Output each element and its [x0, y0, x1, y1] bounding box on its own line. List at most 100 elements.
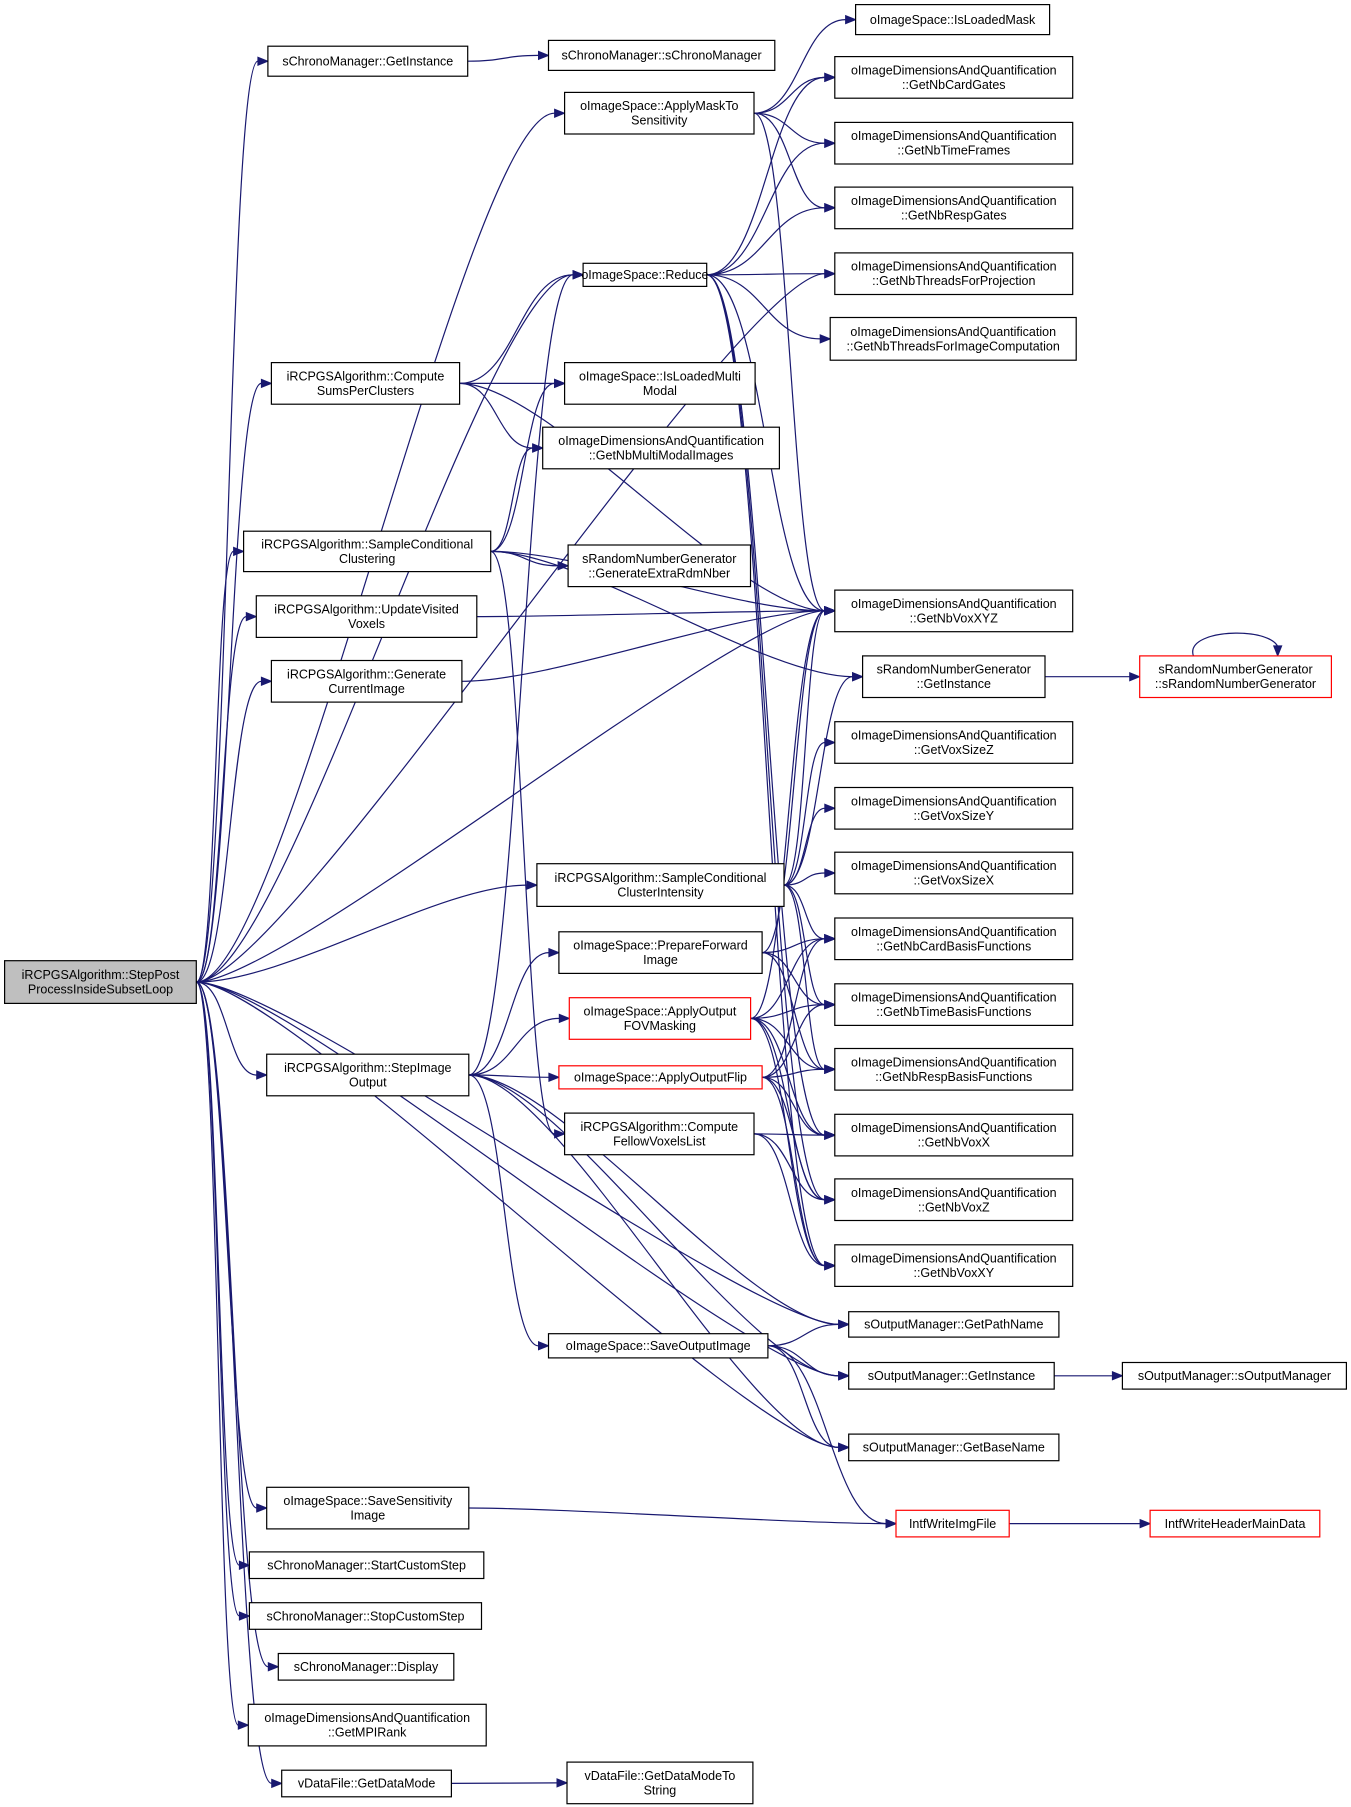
- node-label: oImageDimensionsAndQuantification: [851, 859, 1057, 873]
- node-label: ::GetNbTimeFrames: [897, 144, 1010, 158]
- edge-samplecondint-to-voxsizey: [783, 803, 837, 886]
- node-cm_ctor[interactable]: sChronoManager::sChronoManager: [547, 39, 776, 72]
- node-nbrespbasis[interactable]: oImageDimensionsAndQuantification::GetNb…: [834, 1047, 1074, 1091]
- node-label: oImageDimensionsAndQuantification: [851, 194, 1057, 208]
- edge-arrowhead: [838, 1371, 851, 1381]
- edge-line: [468, 952, 549, 1076]
- node-nbtimebasis[interactable]: oImageDimensionsAndQuantification::GetNb…: [834, 983, 1074, 1026]
- node-box: [834, 55, 1074, 99]
- edge-line: [196, 981, 272, 1784]
- edge-reduce-to-nbcardgates: [706, 72, 837, 276]
- node-nbvoxz[interactable]: oImageDimensionsAndQuantification::GetNb…: [834, 1178, 1074, 1222]
- node-nbvoxxyz[interactable]: oImageDimensionsAndQuantification::GetNb…: [834, 589, 1074, 633]
- node-samplecondint[interactable]: iRCPGSAlgorithm::SampleConditionalCluste…: [536, 863, 785, 908]
- node-getbasename[interactable]: sOutputManager::GetBaseName: [848, 1433, 1060, 1462]
- node-label: ::GetNbMultiModalImages: [589, 449, 734, 463]
- edge-samplecondint-to-nbrespbasis: [783, 884, 837, 1075]
- node-root[interactable]: iRCPGSAlgorithm::StepPostProcessInsideSu…: [3, 960, 197, 1005]
- node-box: [895, 1509, 1010, 1538]
- node-nbvoxxy[interactable]: oImageDimensionsAndQuantification::GetNb…: [834, 1244, 1074, 1288]
- node-nbthreadsimg[interactable]: oImageDimensionsAndQuantification::GetNb…: [829, 316, 1077, 361]
- node-nbcardgates[interactable]: oImageDimensionsAndQuantification::GetNb…: [834, 55, 1074, 99]
- node-box: [1139, 655, 1332, 699]
- node-writeimg[interactable]: IntfWriteImgFile: [895, 1509, 1010, 1538]
- node-label: sChronoManager::Display: [294, 1660, 439, 1674]
- edge-arrowhead: [572, 270, 585, 280]
- edge-line: [762, 938, 825, 954]
- node-saveoutput[interactable]: oImageSpace::SaveOutputImage: [547, 1333, 769, 1359]
- node-nbtimeframes[interactable]: oImageDimensionsAndQuantification::GetNb…: [834, 121, 1074, 165]
- edge-line: [196, 884, 527, 983]
- edge-line: [196, 981, 257, 1509]
- node-label: Image: [350, 1509, 385, 1523]
- node-voxsizez[interactable]: oImageDimensionsAndQuantification::GetVo…: [834, 721, 1074, 764]
- node-nbthreadsproj[interactable]: oImageDimensionsAndQuantification::GetNb…: [834, 252, 1074, 296]
- node-stopcustom[interactable]: sChronoManager::StopCustomStep: [248, 1602, 483, 1630]
- node-label: String: [644, 1783, 677, 1797]
- node-label: ::GetNbVoxXYZ: [910, 611, 999, 625]
- edge-arrowhead: [238, 1611, 251, 1621]
- node-rng_getinst[interactable]: sRandomNumberGenerator::GetInstance: [861, 655, 1046, 699]
- node-label: oImageDimensionsAndQuantification: [851, 729, 1057, 743]
- edge-arrowhead: [824, 1194, 837, 1205]
- node-reduce[interactable]: oImageSpace::Reduce: [581, 262, 709, 287]
- edge-line: [490, 447, 533, 552]
- node-nbvoxx[interactable]: oImageDimensionsAndQuantification::GetNb…: [834, 1113, 1074, 1157]
- node-startcustom[interactable]: sChronoManager::StartCustomStep: [248, 1551, 485, 1580]
- node-nbrespgates[interactable]: oImageDimensionsAndQuantification::GetNb…: [834, 186, 1074, 230]
- node-label: CurrentImage: [328, 682, 404, 696]
- edge-computefellow-to-nbvoxx: [753, 1130, 837, 1140]
- edge-arrowhead: [824, 1130, 837, 1140]
- node-box: [834, 1244, 1074, 1288]
- node-voxsizex[interactable]: oImageDimensionsAndQuantification::GetVo…: [834, 851, 1074, 895]
- node-label: iRCPGSAlgorithm::StepImage: [284, 1061, 451, 1075]
- node-rng_ctor[interactable]: sRandomNumberGenerator::sRandomNumberGen…: [1139, 655, 1332, 699]
- edge-root-to-cm_getinst: [195, 56, 270, 983]
- edge-arrowhead: [824, 868, 837, 878]
- node-box: [834, 851, 1074, 895]
- node-label: iRCPGSAlgorithm::Compute: [287, 369, 445, 383]
- edge-line: [490, 550, 555, 1135]
- edge-computesums-to-nbmmimages: [459, 382, 545, 453]
- node-display[interactable]: sChronoManager::Display: [277, 1652, 455, 1681]
- node-nbmmimages[interactable]: oImageDimensionsAndQuantification::GetNb…: [542, 426, 781, 470]
- node-getdatamode[interactable]: vDataFile::GetDataMode: [281, 1769, 453, 1798]
- edge-line: [196, 981, 839, 1325]
- node-writehdr[interactable]: IntfWriteHeaderMainData: [1149, 1509, 1321, 1538]
- node-label: oImageSpace::IsLoadedMask: [870, 13, 1036, 27]
- node-label: oImageDimensionsAndQuantification: [851, 129, 1057, 143]
- edge-arrowhead: [1111, 1371, 1124, 1381]
- edge-line: [762, 938, 825, 1078]
- node-om_getinst[interactable]: sOutputManager::GetInstance: [848, 1361, 1055, 1390]
- node-getpathname[interactable]: sOutputManager::GetPathName: [848, 1311, 1060, 1338]
- node-label: sOutputManager::sOutputManager: [1138, 1369, 1331, 1383]
- node-mpirank[interactable]: oImageDimensionsAndQuantification::GetMP…: [247, 1703, 487, 1747]
- edge-line: [195, 981, 239, 1726]
- node-applyflip[interactable]: oImageSpace::ApplyOutputFlip: [558, 1065, 763, 1090]
- node-samplecondclust[interactable]: iRCPGSAlgorithm::SampleConditionalCluste…: [243, 530, 492, 573]
- node-voxsizey[interactable]: oImageDimensionsAndQuantification::GetVo…: [834, 786, 1074, 830]
- node-label: oImageDimensionsAndQuantification: [851, 1055, 1057, 1069]
- node-isloadedmask[interactable]: oImageSpace::IsLoadedMask: [854, 3, 1051, 36]
- node-cm_getinst[interactable]: sChronoManager::GetInstance: [267, 45, 469, 77]
- edge-arrowhead: [824, 606, 837, 616]
- node-label: sRandomNumberGenerator: [582, 552, 736, 566]
- node-label: oImageSpace::PrepareForward: [573, 939, 747, 953]
- node-label: oImageSpace::ApplyMaskTo: [580, 99, 738, 113]
- node-genextra[interactable]: sRandomNumberGenerator::GenerateExtraRdm…: [567, 544, 752, 588]
- edge-arrowhead: [1139, 1518, 1152, 1529]
- node-om_ctor[interactable]: sOutputManager::sOutputManager: [1121, 1361, 1348, 1390]
- node-nbcardbasis[interactable]: oImageDimensionsAndQuantification::GetNb…: [834, 917, 1074, 961]
